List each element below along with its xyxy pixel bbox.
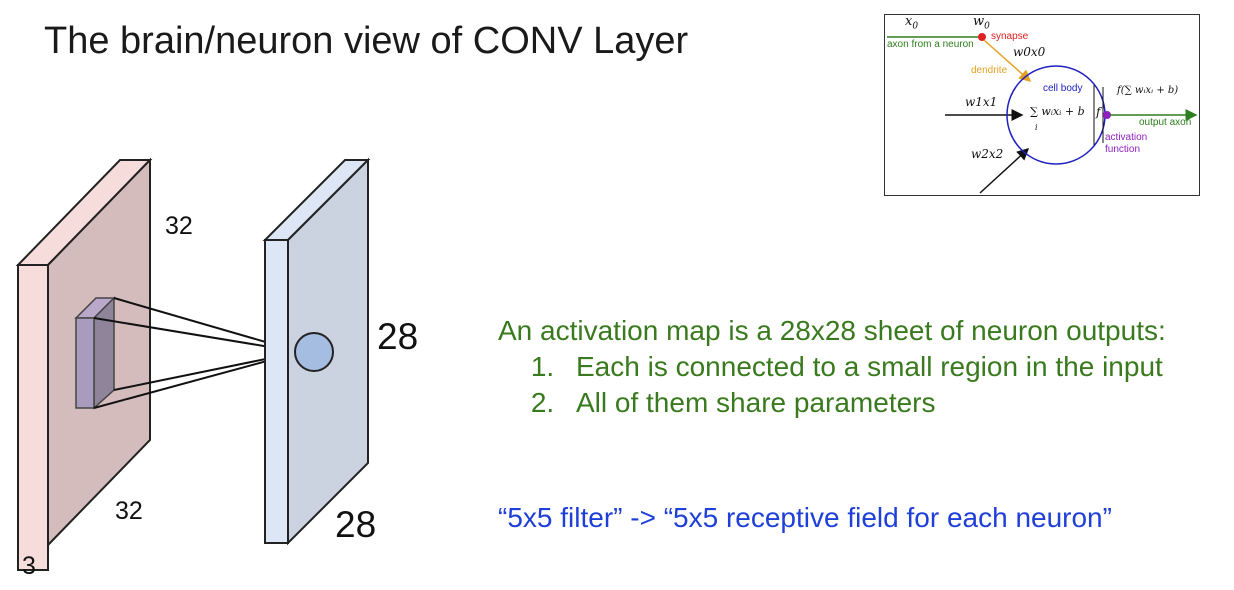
input-height-label: 32 (165, 212, 193, 240)
input-depth-label: 3 (22, 552, 36, 580)
neuron-model-figure: x0 w0 synapse axon from a neuron w0x0 de… (884, 14, 1200, 196)
f-label: f (1096, 105, 1101, 119)
filter-side (93, 296, 115, 410)
w0-label: w0 (973, 14, 990, 32)
x0-label: x0 (905, 14, 919, 32)
neuron-model-graphic (887, 33, 1198, 194)
axon-from-neuron-label: axon from a neuron (887, 39, 974, 50)
activation-width-label: 28 (335, 504, 377, 545)
function-label: function (1105, 144, 1141, 155)
dendrite-label: dendrite (971, 65, 1008, 76)
w2x2-arrow (979, 147, 1030, 194)
w0x0-label: w0x0 (1013, 45, 1046, 59)
neuron-circle (294, 332, 334, 372)
receptive-field-note: “5x5 filter” -> “5x5 receptive field for… (498, 502, 1112, 533)
conv-volume-diagram (15, 157, 371, 571)
caption-item-1: Each is connected to a small region in t… (562, 349, 1228, 385)
activation-height-label: 28 (377, 316, 419, 357)
input-volume-front (17, 264, 49, 571)
activation-label: activation (1105, 132, 1148, 143)
caption-block: An activation map is a 28x28 sheet of ne… (498, 313, 1228, 421)
output-expression: f(∑ wᵢxᵢ + b) (1117, 85, 1179, 96)
synapse-label: synapse (991, 31, 1029, 42)
synapse-dot (978, 33, 986, 41)
activation-map-front (264, 239, 289, 544)
dendrite-arrow (983, 39, 1032, 82)
page-title: The brain/neuron view of CONV Layer (44, 20, 689, 62)
w1x1-label: w1x1 (965, 95, 998, 109)
sum-index: i (1035, 123, 1038, 132)
caption-list: Each is connected to a small region in t… (498, 349, 1228, 421)
cell-body-label: cell body (1043, 83, 1083, 94)
filter-front (75, 317, 95, 409)
activation-dot (1103, 111, 1111, 119)
caption-intro: An activation map is a 28x28 sheet of ne… (498, 315, 1166, 346)
input-width-label: 32 (115, 497, 143, 525)
caption-item-2: All of them share parameters (562, 385, 1228, 421)
output-axon-label: output axon (1139, 117, 1192, 128)
sum-expression: ∑ wᵢxᵢ + b (1030, 105, 1085, 118)
w2x2-label: w2x2 (971, 147, 1004, 161)
